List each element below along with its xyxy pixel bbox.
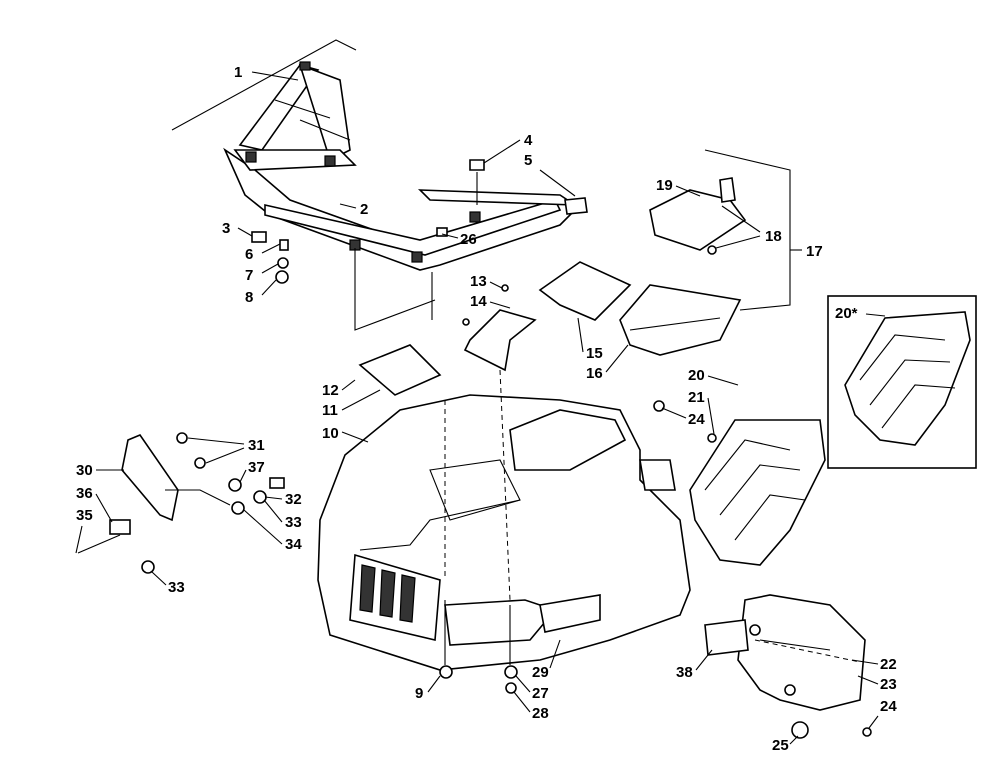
callout-23: 23 (880, 676, 897, 693)
callout-11: 11 (322, 402, 338, 419)
callout-20-alt: 20* (835, 305, 858, 322)
headlight-assembly-part (77, 432, 285, 574)
callout-10: 10 (322, 425, 339, 442)
callout-30: 30 (76, 462, 93, 479)
alternate-side-panel-inset (827, 295, 977, 469)
front-rack-part (171, 39, 588, 331)
callout-24-b: 24 (880, 698, 897, 715)
callout-14: 14 (470, 293, 487, 310)
plate-part (358, 344, 442, 396)
callout-33-b: 33 (168, 579, 185, 596)
fender-shield-part (704, 594, 872, 739)
callout-26: 26 (460, 231, 477, 248)
callout-labels: 1 2 3 4 5 6 7 8 9 10 11 12 13 14 15 16 1… (75, 64, 897, 754)
callout-19: 19 (656, 177, 673, 194)
rack-hardware (251, 159, 485, 284)
callout-7: 7 (245, 267, 253, 284)
bottom-fasteners (439, 665, 518, 694)
callout-3: 3 (222, 220, 230, 237)
callout-8: 8 (245, 289, 253, 306)
callout-31: 31 (248, 437, 265, 454)
callout-20: 20 (688, 367, 705, 384)
callout-17: 17 (806, 243, 823, 260)
callout-4: 4 (524, 132, 533, 149)
callout-2: 2 (360, 201, 368, 218)
callout-9: 9 (415, 685, 423, 702)
callout-16: 16 (586, 365, 603, 382)
callout-36: 36 (76, 485, 93, 502)
callout-32: 32 (285, 491, 302, 508)
callout-24-a: 24 (688, 411, 705, 428)
callout-38: 38 (676, 664, 693, 681)
callout-6: 6 (245, 246, 253, 263)
callout-28: 28 (532, 705, 549, 722)
storage-box-assembly (538, 149, 791, 356)
callout-5: 5 (524, 152, 532, 169)
side-panel-part (639, 400, 826, 566)
callout-35: 35 (76, 507, 93, 524)
callout-21: 21 (688, 389, 705, 406)
callout-12: 12 (322, 382, 339, 399)
callout-15: 15 (586, 345, 603, 362)
callout-22: 22 (880, 656, 897, 673)
callout-33-a: 33 (285, 514, 302, 531)
callout-13: 13 (470, 273, 487, 290)
callout-37: 37 (248, 459, 265, 476)
callout-34: 34 (285, 536, 302, 553)
callout-29: 29 (532, 664, 549, 681)
callout-25: 25 (772, 737, 789, 754)
callout-1: 1 (234, 64, 242, 81)
callout-18: 18 (765, 228, 782, 245)
front-body-panel-part (317, 369, 691, 671)
callout-27: 27 (532, 685, 549, 702)
